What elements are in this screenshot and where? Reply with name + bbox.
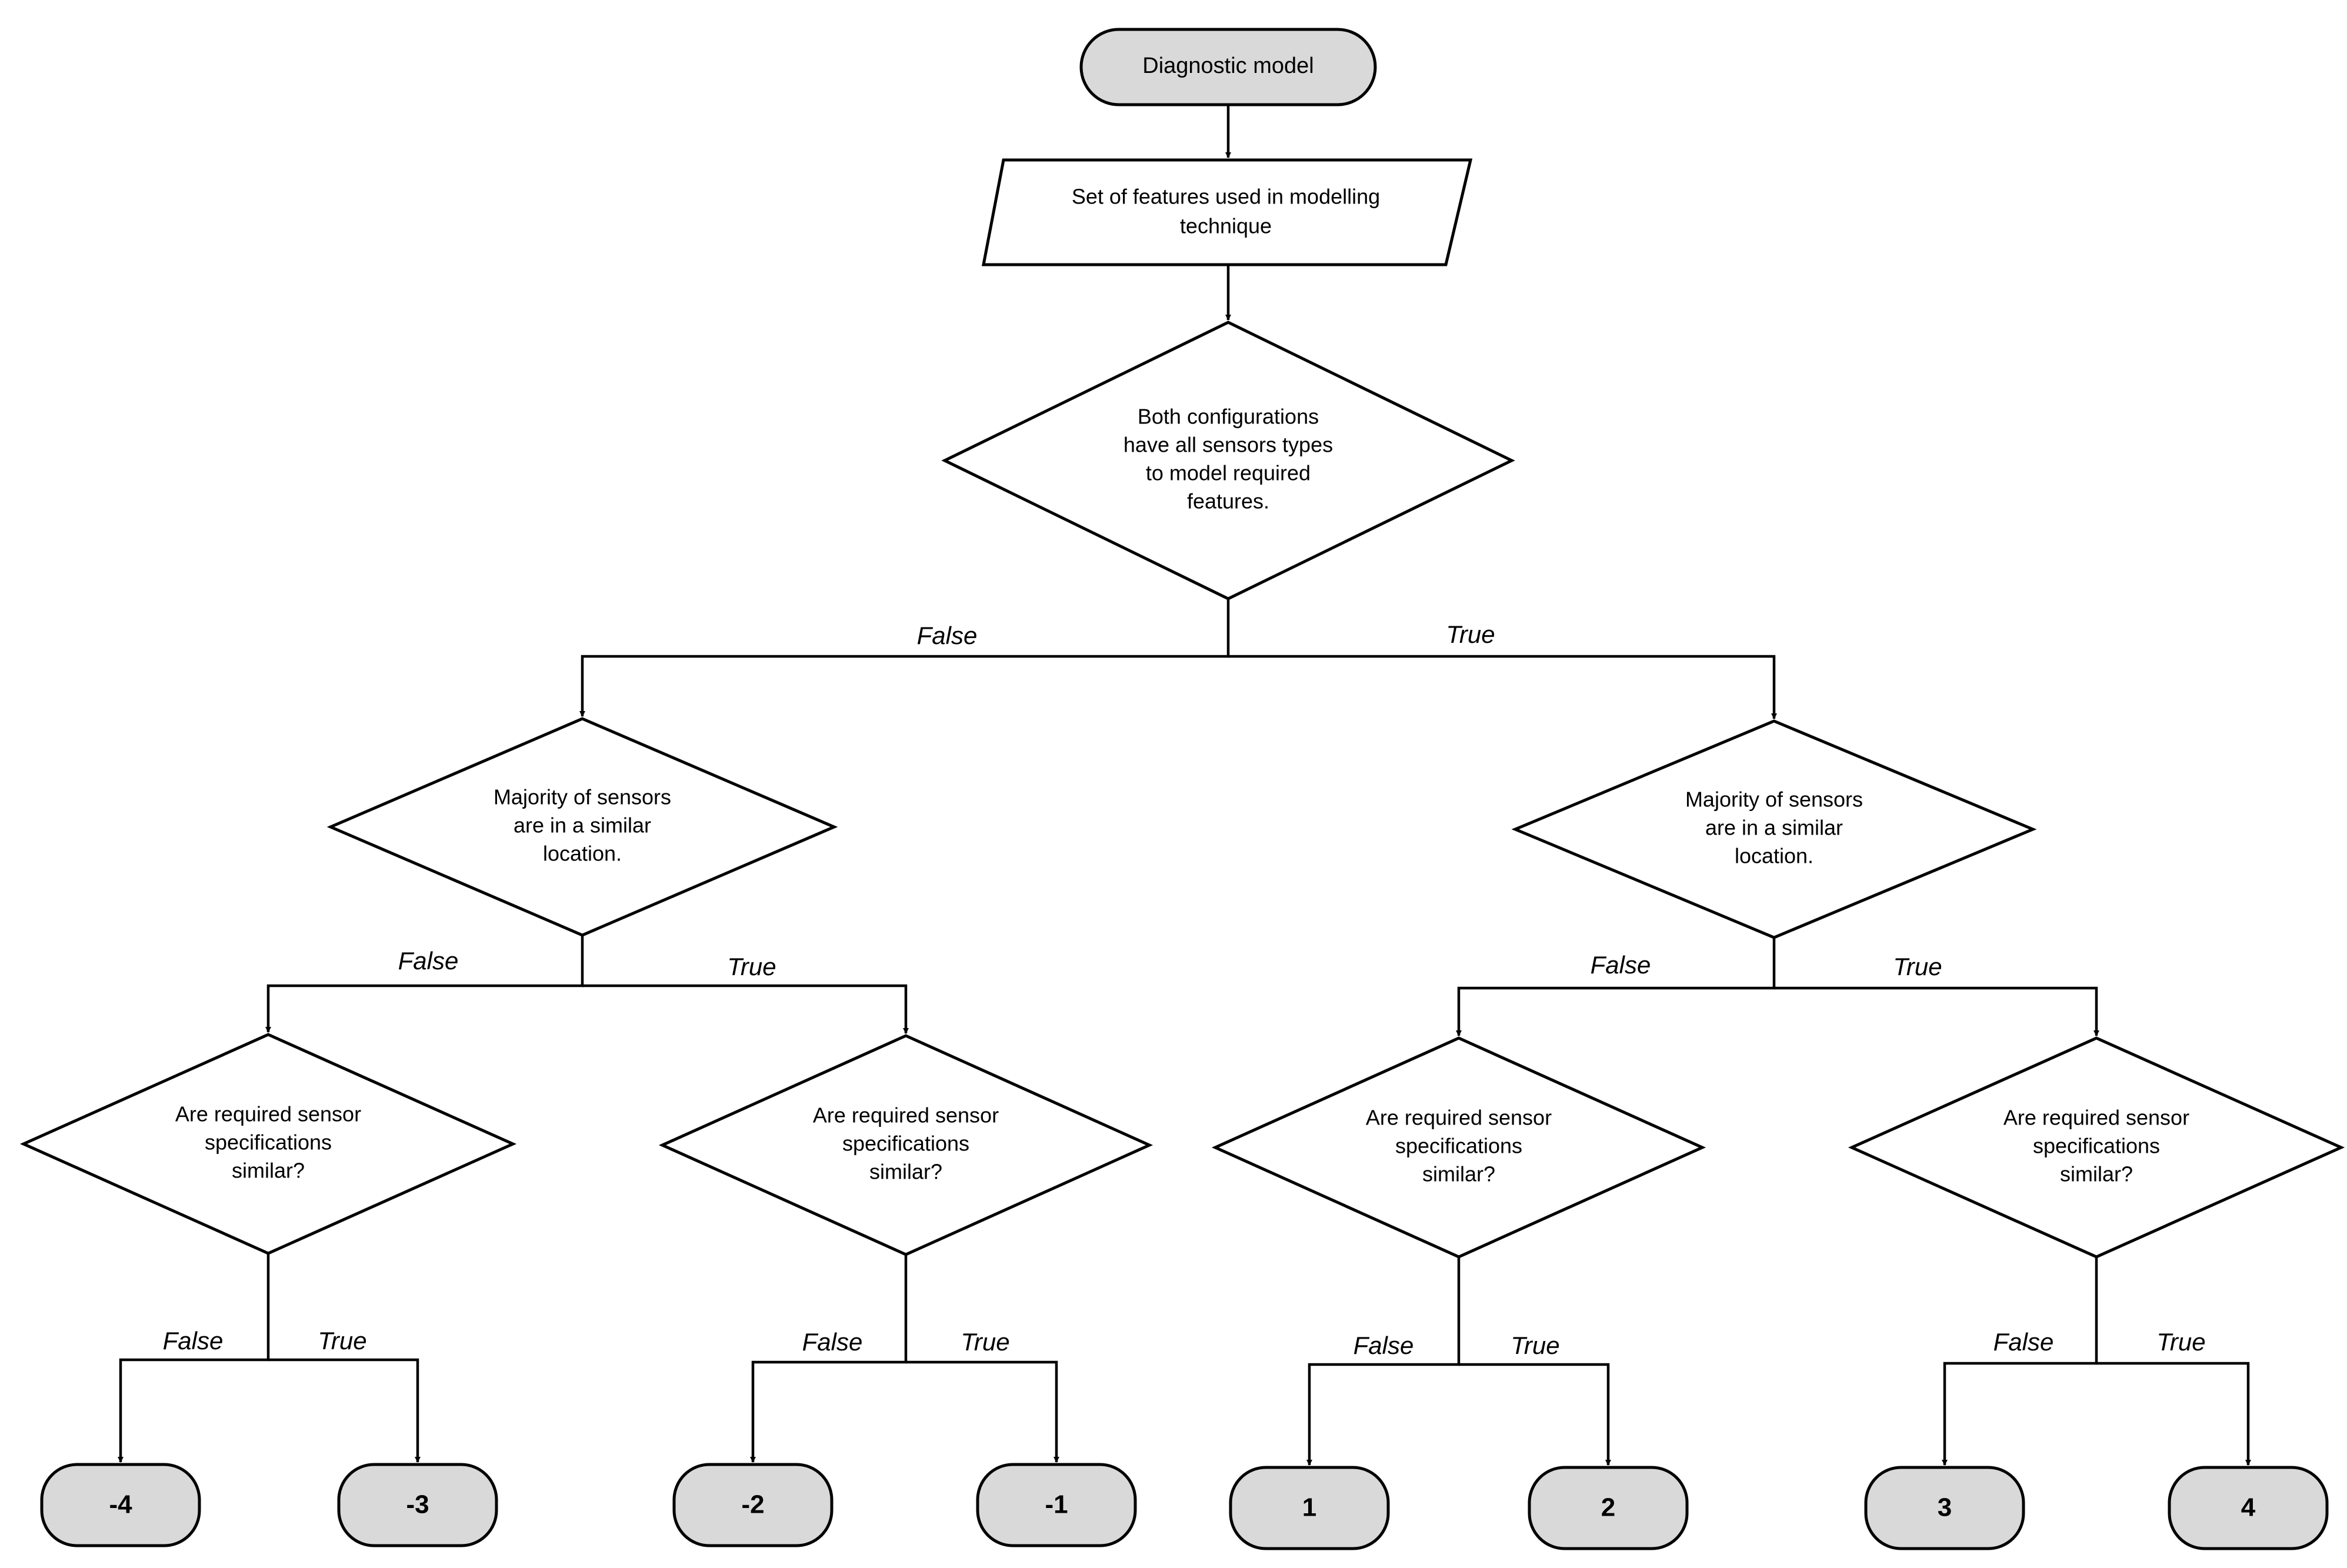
branch-label-false: False: [802, 1328, 863, 1356]
branch-label-true: True: [1511, 1332, 1559, 1359]
decision-spec-line: Are required sensor: [813, 1103, 999, 1127]
decision-location-line: Majority of sensors: [494, 785, 671, 809]
connector-location-true: [1774, 986, 2099, 1036]
outcome-terminal: [1229, 1466, 1390, 1550]
decision-spec-line: specifications: [842, 1132, 969, 1156]
branch-label-false: False: [917, 622, 978, 649]
decision-location: [326, 717, 838, 937]
decision-spec-line: similar?: [1422, 1162, 1495, 1186]
outcome-terminal: [672, 1463, 834, 1547]
outcome-terminal-label-line: -2: [741, 1490, 764, 1519]
connector-spec-false: [1306, 1257, 1461, 1466]
decision-root-line: Both configurations: [1138, 405, 1319, 429]
connector-location-true: [582, 984, 909, 1034]
decision-spec-line: specifications: [1395, 1134, 1522, 1158]
connector-spec-false: [750, 1255, 908, 1463]
outcome-terminal: [1528, 1466, 1689, 1550]
input-parallelogram: [981, 158, 1473, 266]
decision-location-line: location.: [543, 842, 622, 866]
decision-root-line: features.: [1187, 489, 1269, 513]
decision-location: [1511, 719, 2037, 939]
branch-label-false: False: [163, 1327, 224, 1355]
decision-spec-line: specifications: [205, 1130, 332, 1155]
outcome-terminal-label-line: 4: [2241, 1493, 2256, 1522]
connector-spec-true: [2096, 1362, 2251, 1466]
decision-spec: [1848, 1036, 2345, 1259]
branch-label-true: True: [961, 1328, 1009, 1356]
branch-label-true: True: [1893, 953, 1942, 980]
decision-spec-line: specifications: [2033, 1134, 2160, 1158]
decision-spec: [658, 1034, 1154, 1256]
branch-label-true: True: [1446, 620, 1495, 648]
connector-root-true: [1228, 655, 1777, 719]
outcome-terminal-label-line: -3: [406, 1490, 429, 1519]
outcome-terminal: [2168, 1466, 2329, 1550]
outcome-terminal-label-line: -1: [1045, 1490, 1068, 1519]
outcome-terminal-label-line: -4: [109, 1490, 132, 1519]
decision-root-line: to model required: [1146, 461, 1311, 485]
connector-spec-true: [268, 1358, 421, 1463]
input-parallelogram-label-line: Set of features used in modelling: [1072, 185, 1380, 209]
outcome-terminal: [976, 1463, 1137, 1547]
decision-spec: [1211, 1036, 1706, 1259]
branch-label-true: True: [727, 953, 776, 980]
outcome-terminal-label-line: 2: [1601, 1493, 1615, 1522]
decision-spec-line: similar?: [232, 1159, 305, 1183]
connector-root-false: [579, 599, 1230, 717]
connector-spec-false: [118, 1253, 270, 1463]
branch-label-true: True: [2156, 1328, 2205, 1356]
connector-location-false: [1456, 938, 1776, 1036]
decision-spec-line: similar?: [869, 1160, 942, 1184]
connector-spec-true: [1459, 1363, 1611, 1466]
branch-label-false: False: [1353, 1332, 1414, 1359]
decision-spec: [19, 1033, 517, 1255]
branch-label-false: False: [1591, 951, 1651, 979]
decision-spec-line: Are required sensor: [1366, 1106, 1552, 1130]
decision-location-line: Majority of sensors: [1685, 788, 1863, 812]
connectors: [118, 105, 2251, 1466]
connector-spec-true: [906, 1360, 1059, 1463]
decision-location-line: location.: [1735, 844, 1813, 868]
connector-spec-false: [1942, 1257, 2098, 1466]
decision-spec-line: Are required sensor: [175, 1102, 361, 1126]
branch-label-true: True: [318, 1327, 366, 1355]
decision-root-line: have all sensors types: [1124, 433, 1333, 457]
decision-root: [941, 321, 1515, 600]
branch-label-false: False: [398, 947, 459, 975]
connector-location-false: [265, 935, 584, 1033]
outcome-terminal: [337, 1463, 498, 1547]
outcome-terminal: [40, 1463, 201, 1547]
start-terminal: [1079, 28, 1377, 106]
start-terminal-label-line: Diagnostic model: [1142, 54, 1313, 78]
decision-spec-line: similar?: [2060, 1162, 2133, 1186]
decision-spec-line: Are required sensor: [2003, 1106, 2189, 1130]
decision-location-line: are in a similar: [1705, 816, 1843, 840]
decision-location-line: are in a similar: [514, 813, 651, 838]
input-parallelogram-label-line: technique: [1180, 214, 1272, 238]
outcome-terminal: [1864, 1466, 2025, 1550]
branch-label-false: False: [1993, 1328, 2054, 1356]
outcome-terminal-label-line: 1: [1302, 1493, 1316, 1522]
outcome-terminal-label-line: 3: [1938, 1493, 1952, 1522]
